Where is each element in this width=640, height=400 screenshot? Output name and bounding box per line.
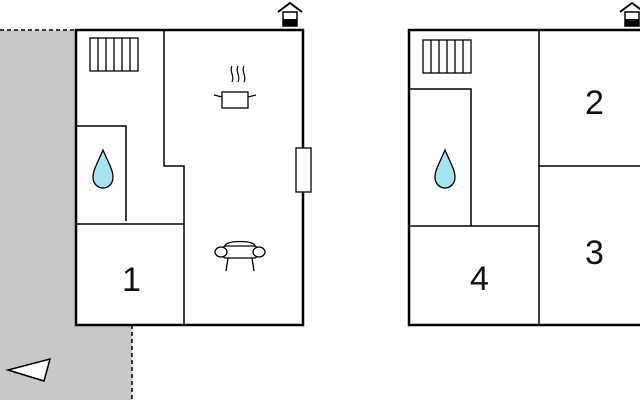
upper-floor-plan: 2 3 4 bbox=[407, 1, 640, 327]
water-drop-icon bbox=[434, 148, 456, 189]
terrace-border bbox=[0, 29, 133, 400]
room-label-3: 3 bbox=[585, 234, 604, 272]
room-label-2: 2 bbox=[585, 84, 604, 122]
compass-arrow-icon bbox=[5, 357, 52, 382]
radiator-icon bbox=[89, 37, 139, 72]
ground-floor-interior-walls bbox=[76, 30, 185, 325]
upper-floor-outer-wall bbox=[407, 28, 640, 327]
window-icon bbox=[295, 147, 312, 193]
water-drop-icon bbox=[92, 148, 114, 189]
house-entrance-icon bbox=[277, 1, 303, 27]
room-label-1: 1 bbox=[122, 261, 141, 299]
terrace-area bbox=[0, 30, 132, 400]
radiator-icon bbox=[422, 39, 472, 74]
upper-floor-interior-walls bbox=[409, 30, 640, 325]
room-label-4: 4 bbox=[470, 260, 489, 298]
sofa-icon bbox=[214, 240, 266, 272]
cooking-pot-icon bbox=[213, 65, 257, 109]
ground-floor-plan: 1 bbox=[0, 1, 312, 400]
house-entrance-icon bbox=[619, 1, 640, 27]
